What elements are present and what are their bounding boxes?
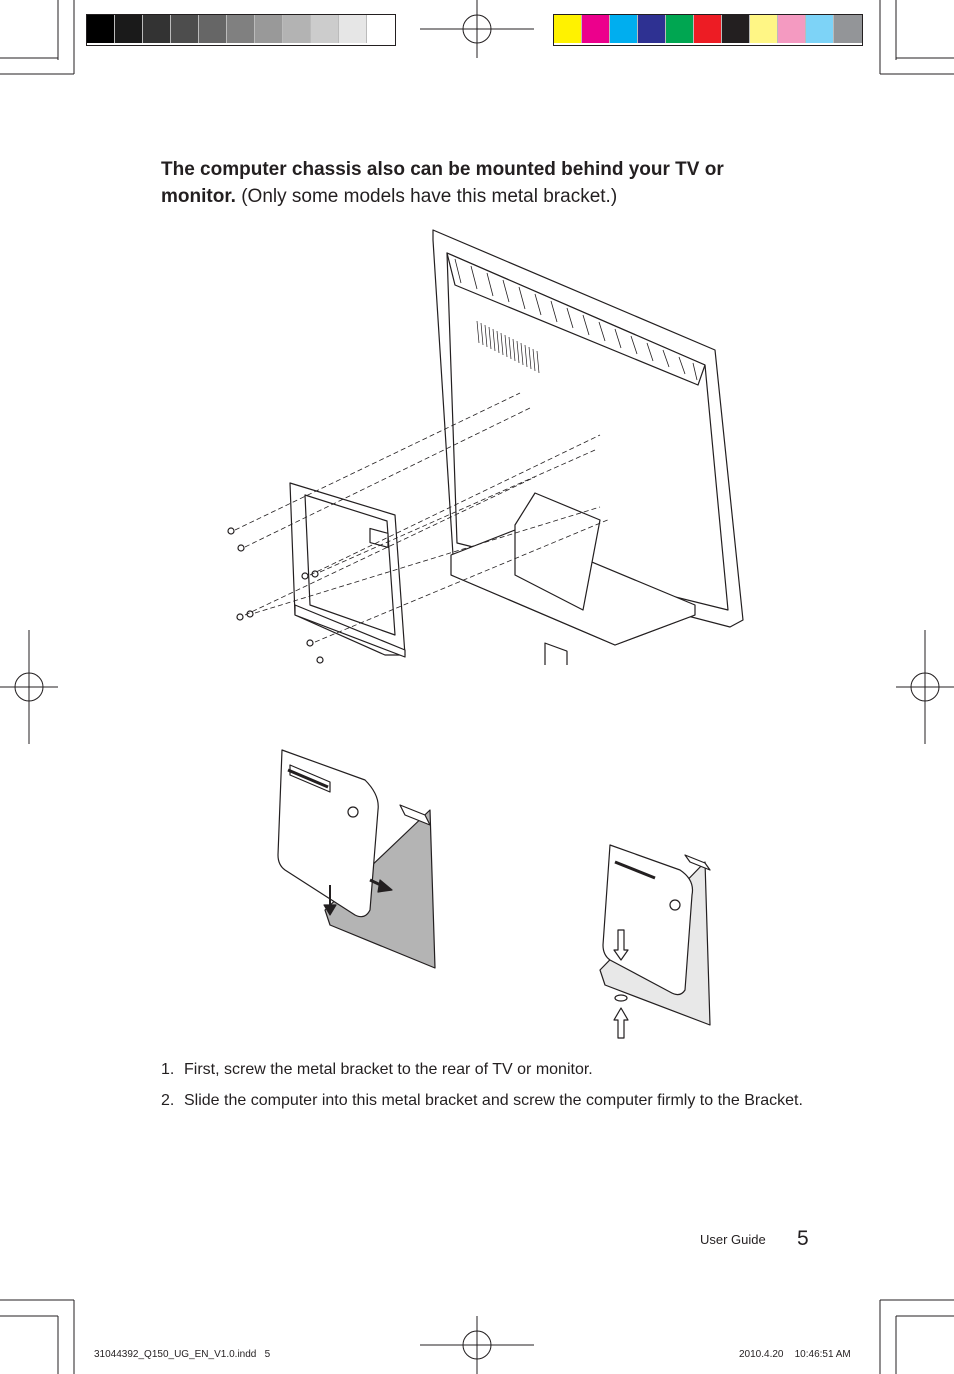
arrow-down-icon	[613, 929, 629, 961]
color-swatch	[367, 15, 395, 43]
registration-mark-icon	[0, 630, 58, 744]
page-heading: The computer chassis also can be mounted…	[161, 156, 801, 210]
screw-icon	[227, 527, 245, 552]
list-item: 2. Slide the computer into this metal br…	[161, 1089, 821, 1113]
process-color-bar	[553, 14, 863, 46]
computer-chassis	[602, 844, 694, 996]
color-swatch	[339, 15, 367, 43]
lenovo-logo	[287, 768, 329, 789]
arrow-right-icon	[369, 878, 393, 893]
page-number: 5	[797, 1227, 809, 1250]
gray-color-bar	[86, 14, 396, 46]
color-swatch	[694, 15, 722, 43]
color-swatch	[171, 15, 199, 43]
monitor-bracket-illustration	[227, 229, 744, 665]
color-swatch	[283, 15, 311, 43]
color-swatch	[806, 15, 834, 43]
color-swatch	[143, 15, 171, 43]
screw-icon	[301, 570, 319, 580]
heading-bold-text: The computer chassis also can be mounted…	[161, 159, 724, 207]
registration-mark-icon	[420, 1316, 534, 1374]
heading-note-text: (Only some models have this metal bracke…	[241, 186, 618, 207]
crop-mark-icon	[0, 0, 75, 75]
color-swatch	[582, 15, 610, 43]
crop-mark-icon	[0, 1299, 75, 1374]
color-swatch	[554, 15, 582, 43]
color-swatch	[115, 15, 143, 43]
computer-chassis	[277, 749, 379, 918]
list-item: 1. First, screw the metal bracket to the…	[161, 1058, 821, 1082]
color-swatch	[610, 15, 638, 43]
step-text: Slide the computer into this metal brack…	[184, 1092, 803, 1109]
registration-mark-icon	[420, 0, 534, 58]
registration-mark-icon	[896, 630, 954, 744]
instruction-steps: 1. First, screw the metal bracket to the…	[161, 1058, 821, 1120]
color-swatch	[750, 15, 778, 43]
monitor-stand-neck	[514, 492, 601, 611]
step-text: First, screw the metal bracket to the re…	[184, 1061, 593, 1078]
slug-file-name: 31044392_Q150_UG_EN_V1.0.indd 5	[94, 1349, 271, 1360]
color-swatch	[666, 15, 694, 43]
monitor-back	[432, 229, 744, 628]
color-swatch	[87, 15, 115, 43]
footer-label: User Guide	[700, 1232, 766, 1247]
crop-mark-icon	[879, 0, 954, 75]
arrow-down-icon	[323, 885, 337, 916]
color-swatch	[227, 15, 255, 43]
step-number: 1.	[161, 1061, 175, 1078]
color-swatch	[199, 15, 227, 43]
screw-icon	[614, 994, 628, 1002]
crop-mark-icon	[879, 1299, 954, 1374]
color-swatch	[778, 15, 806, 43]
color-swatch	[311, 15, 339, 43]
screw-icon	[236, 610, 254, 621]
step-number: 2.	[161, 1092, 175, 1109]
color-swatch	[722, 15, 750, 43]
arrow-up-icon	[613, 1007, 629, 1039]
color-swatch	[255, 15, 283, 43]
slug-timestamp: 2010.4.20 10:46:51 AM	[739, 1349, 851, 1360]
metal-bracket	[289, 482, 406, 656]
color-swatch	[834, 15, 862, 43]
color-swatch	[638, 15, 666, 43]
lenovo-logo	[614, 860, 656, 880]
screw-icon	[306, 639, 324, 664]
computer-insertion-illustration	[277, 749, 711, 1039]
